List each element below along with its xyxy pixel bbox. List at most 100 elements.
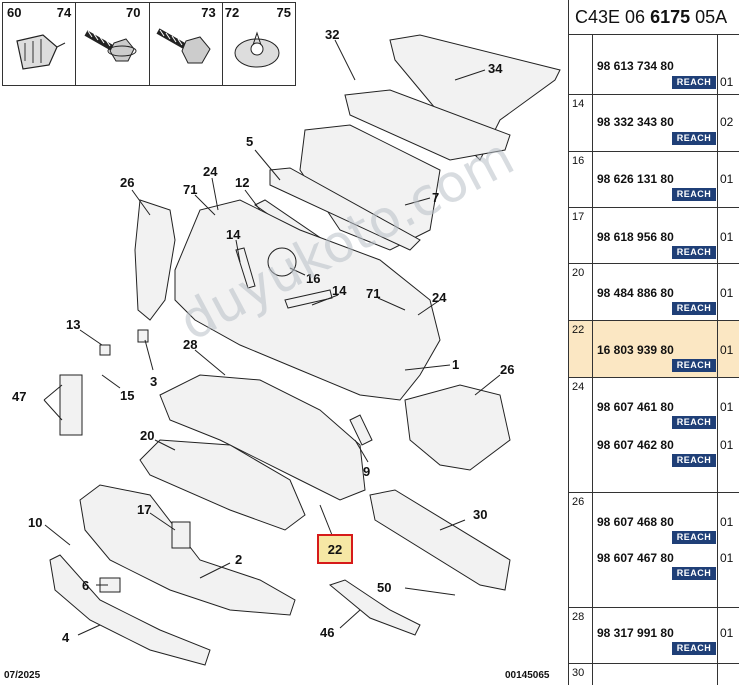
column-divider — [717, 152, 718, 207]
quantity: 01 — [720, 400, 734, 414]
table-row-selected[interactable]: 22 16 803 939 80 01 REACH — [569, 321, 739, 378]
part-number: 98 332 343 80 — [597, 115, 674, 129]
table-row[interactable]: 16 98 626 131 80 01 REACH — [569, 152, 739, 208]
quantity: 01 — [720, 343, 734, 357]
table-row[interactable]: 30 — [569, 664, 739, 685]
footer-date: 07/2025 — [4, 670, 41, 681]
callout-71-top[interactable]: 71 — [183, 182, 198, 197]
quantity: 01 — [720, 438, 734, 452]
callout-71-right[interactable]: 71 — [366, 286, 381, 301]
reach-badge: REACH — [672, 567, 716, 580]
quantity: 01 — [720, 172, 734, 186]
callout-4[interactable]: 4 — [62, 630, 70, 645]
table-row[interactable]: 24 98 607 461 80 01 REACH 98 607 462 80 … — [569, 378, 739, 493]
callout-26-right[interactable]: 26 — [500, 362, 515, 377]
part-number: 98 484 886 80 — [597, 286, 674, 300]
callout-2[interactable]: 2 — [235, 552, 243, 567]
callout-28[interactable]: 28 — [183, 337, 198, 352]
clip-icon — [16, 34, 66, 70]
callout-24-top[interactable]: 24 — [203, 164, 218, 179]
quantity: 01 — [720, 286, 734, 300]
reach-badge: REACH — [672, 246, 716, 259]
quantity: 01 — [720, 551, 734, 565]
bolt-icon — [156, 28, 211, 64]
part-number: 98 618 956 80 — [597, 230, 674, 244]
reach-badge: REACH — [672, 642, 716, 655]
part-number: 98 607 461 80 — [597, 400, 674, 414]
thumb-label: 73 — [201, 5, 216, 20]
callout-17[interactable]: 17 — [137, 502, 152, 517]
callout-24-right[interactable]: 24 — [432, 290, 447, 305]
reach-badge: REACH — [672, 188, 716, 201]
callout-6[interactable]: 6 — [82, 578, 90, 593]
column-divider — [717, 378, 718, 492]
thumb-72-75[interactable]: 72 75 — [223, 3, 295, 85]
column-divider — [717, 664, 718, 685]
callout-5[interactable]: 5 — [246, 134, 254, 149]
table-row[interactable]: 20 98 484 886 80 01 REACH — [569, 264, 739, 321]
thumb-70[interactable]: 70 — [76, 3, 150, 85]
column-divider — [717, 95, 718, 151]
table-row[interactable]: 14 98 332 343 80 02 REACH — [569, 95, 739, 152]
table-row[interactable]: 28 98 317 991 80 01 REACH — [569, 608, 739, 664]
callout-14-left[interactable]: 14 — [226, 227, 241, 242]
header-ref-suffix: 05A — [690, 7, 728, 27]
row-number: 16 — [569, 152, 593, 207]
quantity: 01 — [720, 75, 734, 89]
callout-34[interactable]: 34 — [488, 61, 503, 76]
reach-badge: REACH — [672, 302, 716, 315]
part-number: 98 607 468 80 — [597, 515, 674, 529]
callout-20[interactable]: 20 — [140, 428, 155, 443]
table-row[interactable]: 17 98 618 956 80 01 REACH — [569, 208, 739, 264]
table-row[interactable]: 98 613 734 80 01 REACH — [569, 35, 739, 95]
callout-14-right[interactable]: 14 — [332, 283, 347, 298]
callout-9[interactable]: 9 — [363, 464, 371, 479]
row-number: 20 — [569, 264, 593, 320]
thumb-73[interactable]: 73 — [150, 3, 223, 85]
callout-30[interactable]: 30 — [473, 507, 488, 522]
callout-50[interactable]: 50 — [377, 580, 392, 595]
table-row[interactable]: 26 98 607 468 80 01 REACH 98 607 467 80 … — [569, 493, 739, 608]
screw-icon — [84, 30, 137, 62]
callout-32[interactable]: 32 — [325, 27, 340, 42]
callout-1[interactable]: 1 — [452, 357, 460, 372]
reach-badge: REACH — [672, 132, 716, 145]
row-number: 22 — [569, 321, 593, 377]
header-ref-bold: 6175 — [650, 7, 691, 27]
reach-badge: REACH — [672, 359, 716, 372]
thumb-label: 75 — [276, 5, 291, 20]
part-number: 98 613 734 80 — [597, 59, 674, 73]
row-number: 28 — [569, 608, 593, 663]
part-number: 98 626 131 80 — [597, 172, 674, 186]
row-number: 14 — [569, 95, 593, 151]
callout-16[interactable]: 16 — [306, 271, 321, 286]
column-divider — [717, 208, 718, 263]
reach-badge: REACH — [672, 76, 716, 89]
part-number: 98 607 467 80 — [597, 551, 674, 565]
reach-badge: REACH — [672, 416, 716, 429]
thumb-60-74[interactable]: 60 74 — [3, 3, 77, 85]
callout-12[interactable]: 12 — [235, 175, 250, 190]
column-divider — [717, 264, 718, 320]
thumb-label: 60 — [7, 5, 22, 20]
row-number: 30 — [569, 664, 593, 685]
callout-3[interactable]: 3 — [150, 374, 158, 389]
callout-26-left[interactable]: 26 — [120, 175, 135, 190]
callout-47[interactable]: 47 — [12, 389, 27, 404]
callout-15[interactable]: 15 — [120, 388, 135, 403]
callout-46[interactable]: 46 — [320, 625, 335, 640]
column-divider — [717, 608, 718, 663]
reach-badge: REACH — [672, 454, 716, 467]
row-number: 26 — [569, 493, 593, 607]
callout-13[interactable]: 13 — [66, 317, 81, 332]
fastener-thumbnails: 60 74 70 73 72 — [2, 2, 296, 86]
parts-table: C43E 06 6175 05A 98 613 734 80 01 REACH … — [568, 0, 739, 685]
part-number: 16 803 939 80 — [597, 343, 674, 357]
callout-22-selected[interactable]: 22 — [317, 534, 353, 564]
callout-10[interactable]: 10 — [28, 515, 43, 530]
quantity: 02 — [720, 115, 734, 129]
part-number: 98 607 462 80 — [597, 438, 674, 452]
header-ref-prefix: C43E 06 — [575, 7, 651, 27]
column-divider — [717, 493, 718, 607]
callout-7[interactable]: 7 — [432, 190, 440, 205]
